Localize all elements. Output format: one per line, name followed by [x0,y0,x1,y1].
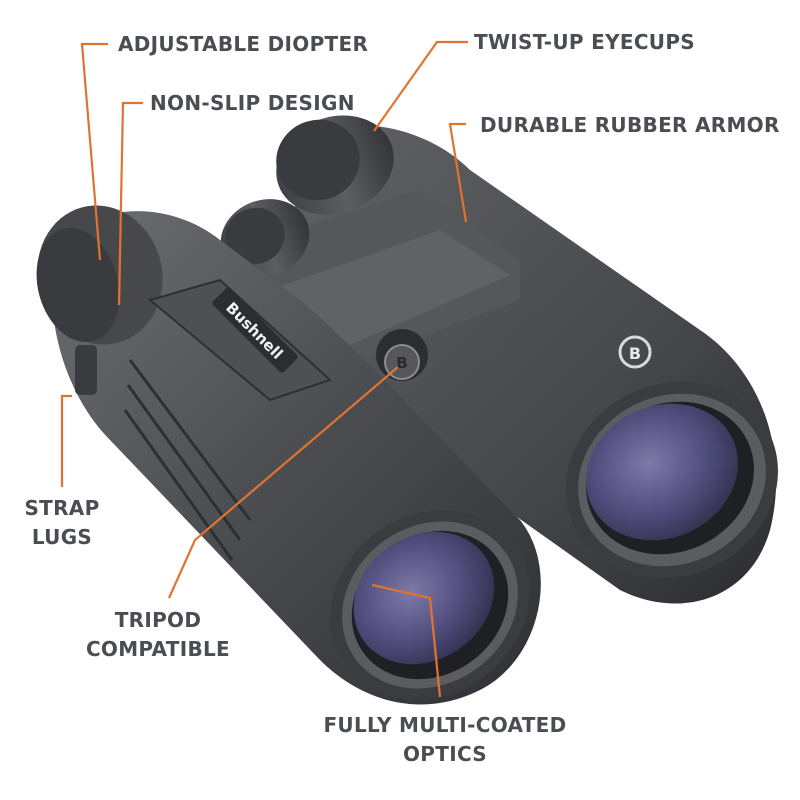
leader-twist-up-eyecups [373,40,468,132]
callout-optics-line1: FULLY MULTI-COATED [323,713,567,737]
callout-strap-lugs-line1: STRAP [24,496,100,520]
bushnell-logo-badge: B [618,335,652,369]
leader-durable-rubber-armor [448,122,468,223]
leader-tripod-compatible [167,366,399,599]
callout-adjustable-diopter: ADJUSTABLE DIOPTER [118,32,369,56]
leader-non-slip-design [117,101,143,306]
callout-tripod-compatible-line2: COMPATIBLE [85,637,231,661]
callout-strap-lugs-line2: LUGS [31,525,93,549]
callout-strap-lugs: STRAP LUGS [22,496,102,549]
callout-fully-multi-coated-optics: FULLY MULTI-COATED OPTICS [310,713,580,766]
leader-adjustable-diopter [80,42,108,261]
callout-twist-up-eyecups: TWIST-UP EYECUPS [474,30,696,54]
right-objective-lens [566,381,778,579]
leader-strap-lugs [60,394,72,487]
grip-grooves [123,359,252,561]
svg-text:B: B [396,354,407,372]
callout-durable-rubber-armor: DURABLE RUBBER ARMOR [480,113,780,137]
callout-non-slip-design: NON-SLIP DESIGN [150,91,355,115]
callout-tripod-compatible: TRIPOD COMPATIBLE [78,608,238,661]
svg-text:B: B [629,344,641,363]
callout-optics-line2: OPTICS [403,742,487,766]
leader-lines [60,40,468,698]
leader-optics [371,583,442,698]
strap-lug [75,345,97,395]
focus-knob: B [376,329,428,381]
left-barrel: Bushnell [36,205,541,705]
callout-tripod-compatible-line1: TRIPOD [114,608,202,632]
